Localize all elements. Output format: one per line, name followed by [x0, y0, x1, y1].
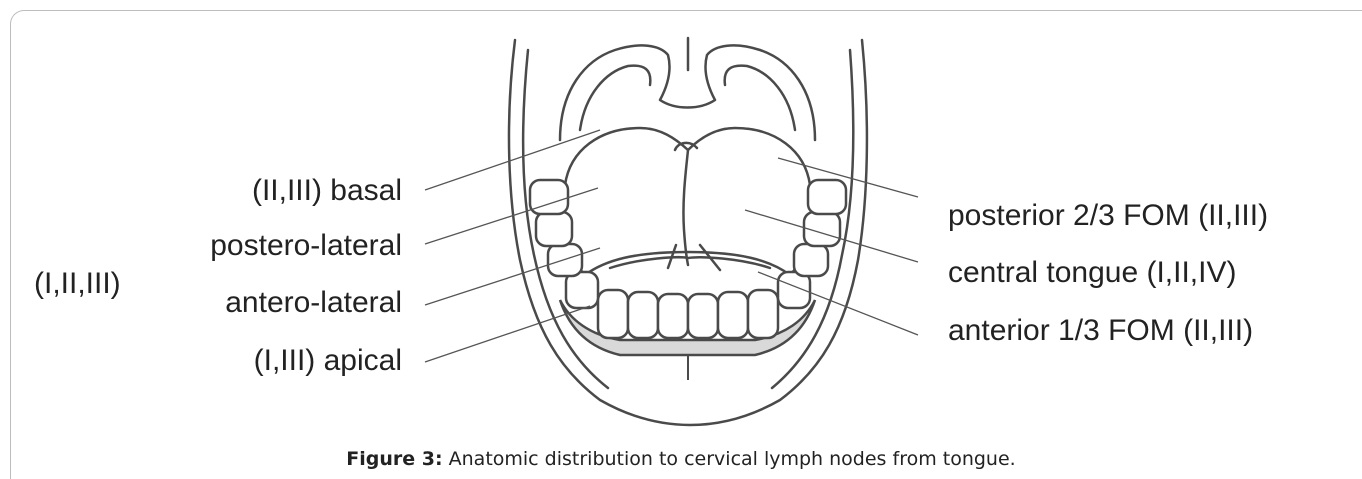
tooth	[748, 290, 778, 338]
label-basal: (II,III) basal	[252, 174, 402, 207]
tongue-diagram: (II,III) basal postero-lateral antero-la…	[0, 0, 1362, 440]
label-antero-lateral: antero-lateral	[225, 286, 402, 319]
label-central-tongue: central tongue (I,II,IV)	[948, 256, 1236, 289]
tooth	[808, 180, 846, 214]
lower-teeth	[530, 180, 846, 355]
floor-of-mouth-line	[610, 257, 770, 268]
label-posterior-fom: posterior 2/3 FOM (II,III)	[948, 199, 1268, 232]
leader-apical	[425, 306, 590, 362]
label-postero-lateral: postero-lateral	[210, 229, 402, 262]
palate-fold-right	[725, 66, 795, 130]
tooth	[628, 292, 658, 338]
label-left-group: (I,II,III)	[34, 267, 121, 300]
caption-prefix: Figure 3:	[346, 448, 442, 470]
label-anterior-fom: anterior 1/3 FOM (II,III)	[948, 314, 1253, 347]
tooth	[566, 272, 598, 308]
tooth	[658, 294, 688, 338]
caption-text: Anatomic distribution to cervical lymph …	[443, 448, 1016, 470]
tooth	[688, 294, 718, 338]
tongue-midline	[683, 150, 688, 265]
figure-caption: Figure 3: Anatomic distribution to cervi…	[0, 448, 1362, 470]
tooth	[536, 212, 572, 246]
tooth	[530, 180, 568, 214]
palate-fold-left	[580, 66, 650, 130]
tooth	[718, 292, 748, 338]
leader-posterior-fom	[778, 158, 918, 197]
tooth	[598, 290, 628, 338]
label-apical: (I,III) apical	[254, 344, 402, 377]
tooth	[794, 244, 828, 276]
